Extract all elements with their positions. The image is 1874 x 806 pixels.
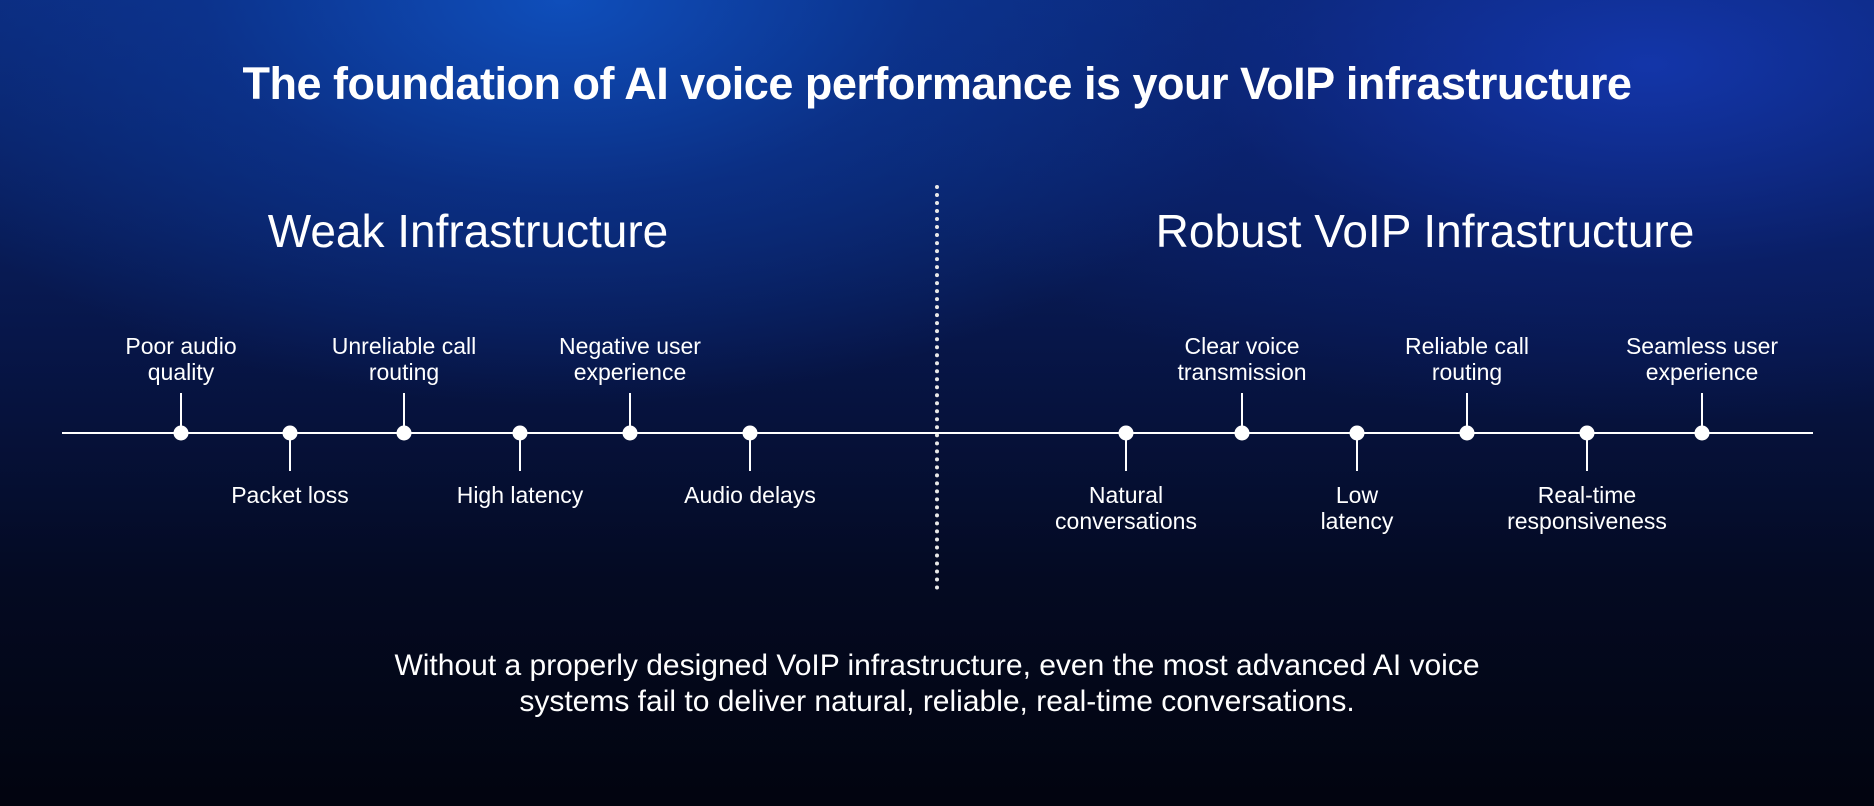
dotted-divider	[935, 185, 939, 590]
right-node-3-label: Low latency	[1320, 482, 1394, 534]
left-node-4-dot	[512, 425, 528, 441]
left-node-6-label: Audio delays	[684, 482, 816, 508]
left-node-1-dot	[173, 425, 189, 441]
right-node-1-dot	[1118, 425, 1134, 441]
right-node-5-label: Real-time responsiveness	[1507, 482, 1667, 534]
timeline-axis	[62, 432, 1813, 434]
left-node-2-dot	[282, 425, 298, 441]
page-title: The foundation of AI voice performance i…	[242, 58, 1632, 109]
right-node-6-label: Seamless user experience	[1625, 333, 1779, 385]
left-node-2-label: Packet loss	[231, 482, 349, 508]
footer-text: Without a properly designed VoIP infrast…	[394, 649, 1480, 718]
right-node-4-dot	[1459, 425, 1475, 441]
robust-infrastructure-heading: Robust VoIP Infrastructure	[1155, 205, 1695, 257]
right-node-2-label: Clear voice transmission	[1177, 333, 1307, 385]
left-node-1-label: Poor audio quality	[125, 333, 237, 385]
weak-infrastructure-heading: Weak Infrastructure	[267, 205, 669, 257]
right-node-3-tick	[1356, 433, 1358, 471]
left-node-3-label: Unreliable call routing	[331, 333, 477, 385]
right-node-4-tick	[1466, 393, 1468, 433]
left-node-5-label: Negative user experience	[559, 333, 701, 385]
right-node-1-tick	[1125, 433, 1127, 471]
right-node-6-dot	[1694, 425, 1710, 441]
left-node-4-tick	[519, 433, 521, 471]
right-node-2-tick	[1241, 393, 1243, 433]
left-node-5-tick	[629, 393, 631, 433]
right-node-1-label: Natural conversations	[1055, 482, 1197, 534]
left-node-6-tick	[749, 433, 751, 471]
left-node-4-label: High latency	[456, 482, 584, 508]
left-node-1-tick	[180, 393, 182, 433]
right-node-4-label: Reliable call routing	[1404, 333, 1530, 385]
left-node-2-tick	[289, 433, 291, 471]
right-node-5-tick	[1586, 433, 1588, 471]
left-node-3-tick	[403, 393, 405, 433]
right-node-5-dot	[1579, 425, 1595, 441]
right-node-2-dot	[1234, 425, 1250, 441]
left-node-6-dot	[742, 425, 758, 441]
left-node-5-dot	[622, 425, 638, 441]
right-node-6-tick	[1701, 393, 1703, 433]
right-node-3-dot	[1349, 425, 1365, 441]
footer-statement: Without a properly designed VoIP infrast…	[0, 648, 1874, 720]
left-node-3-dot	[396, 425, 412, 441]
